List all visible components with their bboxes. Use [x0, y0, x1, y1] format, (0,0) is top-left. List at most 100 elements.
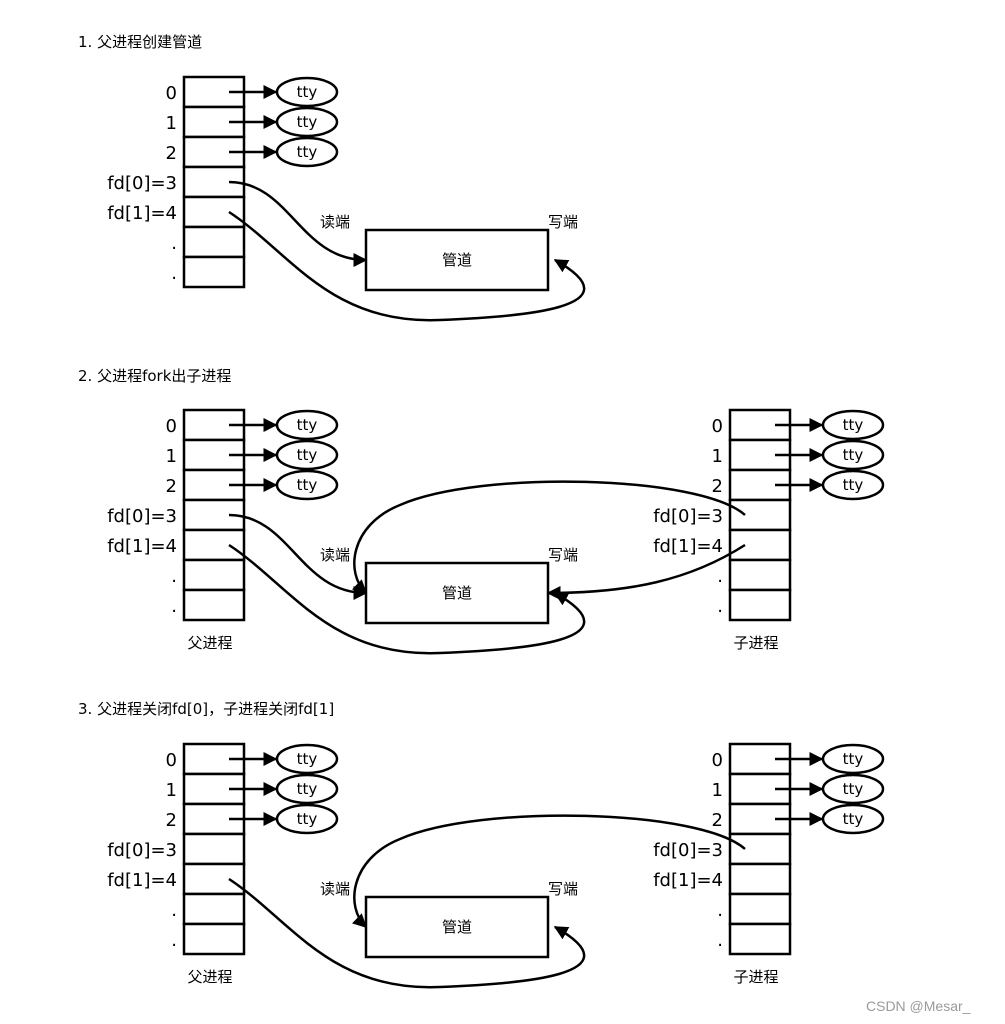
parent-2-tty-label-0: tty: [297, 416, 318, 434]
parent-3-fd-row-3: [182, 832, 246, 866]
child-3-fd-label-2: 2: [712, 810, 723, 831]
section-title-2: 2. 父进程fork出子进程: [78, 367, 231, 385]
section-1: 1. 父进程创建管道012fd[0]=3fd[1]=4..ttyttytty管道…: [78, 33, 586, 322]
child-2-tty-label-2: tty: [843, 476, 864, 494]
child-3-fd-row-5: [728, 892, 792, 926]
parent-2-fd-label-4: fd[1]=4: [107, 536, 177, 557]
parent-2-tty-ellipse-2: [275, 469, 339, 501]
parent-2-tty-label-1: tty: [297, 446, 318, 464]
s3-write-end-label: 写端: [548, 880, 578, 898]
parent-1-tty-label-2: tty: [297, 143, 318, 161]
child-2-fd-label-2: 2: [712, 476, 723, 497]
child-3-tty-label-2: tty: [843, 810, 864, 828]
parent-2-fd-label-0: 0: [166, 416, 177, 437]
child-2-fd-label-0: 0: [712, 416, 723, 437]
parent-2-tty-label-2: tty: [297, 476, 318, 494]
parent-1-fd-label-3: fd[0]=3: [107, 173, 177, 194]
parent-3-fd-label-6: .: [171, 930, 177, 951]
s2-pipe-label: 管道: [442, 584, 472, 602]
parent-2-fd-row-5: [182, 558, 246, 592]
child-3-tty-ellipse-1: [821, 773, 885, 805]
s3-read-end-label: 读端: [320, 880, 350, 898]
child-3-tty-label-0: tty: [843, 750, 864, 768]
child-3-fd-row-6: [728, 922, 792, 956]
parent-1-tty-ellipse-1: [275, 106, 339, 138]
parent-2-fd-label-3: fd[0]=3: [107, 506, 177, 527]
child-2-fd-label-1: 1: [712, 446, 723, 467]
parent-3-tty-label-0: tty: [297, 750, 318, 768]
child-2-fd-row-5: [728, 558, 792, 592]
parent-1-fd-label-6: .: [171, 263, 177, 284]
parent-3-fd-label-3: fd[0]=3: [107, 840, 177, 861]
parent-read-arc-2: [228, 513, 368, 600]
s2-read-end-label: 读端: [320, 546, 350, 564]
parent-read-arc-1: [228, 180, 368, 267]
child-2-tty-label-0: tty: [843, 416, 864, 434]
child-2-fd-label-5: .: [717, 566, 723, 587]
parent-2-fd-label-6: .: [171, 596, 177, 617]
child-read-arc-2: [352, 480, 746, 594]
s2-write-end-label: 写端: [548, 546, 578, 564]
parent-write-arc-3: [228, 877, 586, 989]
section-3: 3. 父进程关闭fd[0]，子进程关闭fd[1]012fd[0]=3fd[1]=…: [78, 700, 885, 989]
parent-3-tty-ellipse-2: [275, 803, 339, 835]
parent-1-fd-row-4: [182, 195, 246, 229]
parent-1-fd-row-5: [182, 225, 246, 259]
parent-2-fd-row-6: [182, 588, 246, 622]
parent-3-fd-row-5: [182, 892, 246, 926]
parent-3-fd-row-4: [182, 862, 246, 896]
parent-1-fd-label-5: .: [171, 233, 177, 254]
child-3-tty-label-1: tty: [843, 780, 864, 798]
child-2-tty-label-1: tty: [843, 446, 864, 464]
s3-pipe-box: [364, 895, 550, 959]
child-2-fd-label-3: fd[0]=3: [653, 506, 723, 527]
parent-2-tty-ellipse-1: [275, 439, 339, 471]
child-3-tty-ellipse-0: [821, 743, 885, 775]
child-3-fd-label-1: 1: [712, 780, 723, 801]
parent-1-tty-label-1: tty: [297, 113, 318, 131]
section-2: 2. 父进程fork出子进程 0 1 2 fd[0]=3 fd[1]=4.. tty tty t…: [78, 367, 885, 655]
child-2-tty-ellipse-2: [821, 469, 885, 501]
parent-2-fd-label-1: 1: [166, 446, 177, 467]
parent-3-fd-label-2: 2: [166, 810, 177, 831]
parent-1-fd-label-1: 1: [166, 113, 177, 134]
parent-2-fd-label-5: .: [171, 566, 177, 587]
child-3-fd-label-3: fd[0]=3: [653, 840, 723, 861]
child-2-fd-label-6: .: [717, 596, 723, 617]
parent-2-tty-ellipse-0: [275, 409, 339, 441]
parent-3-fd-label-1: 1: [166, 780, 177, 801]
parent-caption-2: 父进程: [187, 634, 232, 652]
parent-3-fd-label-4: fd[1]=4: [107, 870, 177, 891]
parent-write-arc-1: [228, 210, 586, 322]
child-3-fd-label-5: .: [717, 900, 723, 921]
parent-3-fd-label-0: 0: [166, 750, 177, 771]
section-title-1: 1. 父进程创建管道: [78, 33, 202, 51]
parent-3-fd-label-5: .: [171, 900, 177, 921]
parent-1-tty-label-0: tty: [297, 83, 318, 101]
child-3-fd-row-3: [728, 832, 792, 866]
s1-pipe-box: [364, 228, 550, 292]
child-3-fd-label-6: .: [717, 930, 723, 951]
s1-write-end-label: 写端: [548, 213, 578, 231]
s1-pipe-label: 管道: [442, 251, 472, 269]
child-2-tty-ellipse-0: [821, 409, 885, 441]
parent-2-fd-row-4: [182, 528, 246, 562]
parent-3-tty-label-2: tty: [297, 810, 318, 828]
s1-read-end-label: 读端: [320, 213, 350, 231]
child-read-arc-3: [352, 814, 746, 928]
parent-3-tty-label-1: tty: [297, 780, 318, 798]
child-caption-2: 子进程: [733, 634, 778, 652]
parent-3-fd-row-6: [182, 922, 246, 956]
parent-1-fd-label-0: 0: [166, 83, 177, 104]
parent-caption-3: 父进程: [187, 968, 232, 986]
watermark: CSDN @Mesar_: [866, 998, 971, 1014]
child-2-fd-row-4: [728, 528, 792, 562]
child-2-fd-row-3: [728, 498, 792, 532]
parent-write-arc-2: [228, 543, 586, 655]
child-2-fd-label-4: fd[1]=4: [653, 536, 723, 557]
child-caption-3: 子进程: [733, 968, 778, 986]
parent-1-tty-ellipse-0: [275, 76, 339, 108]
parent-1-fd-label-4: fd[1]=4: [107, 203, 177, 224]
child-3-fd-row-4: [728, 862, 792, 896]
